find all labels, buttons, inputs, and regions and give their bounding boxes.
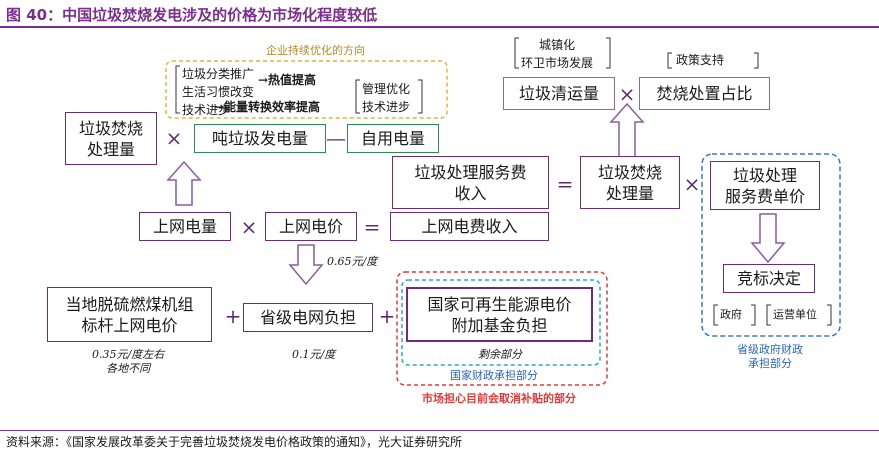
price-step-note: 0.65元/度 [327,255,378,268]
down-arrow-mid [288,244,324,286]
grid-power-box: 上网电量 [139,212,231,241]
minus-op: — [326,126,346,150]
mgmt-text: 管理优化 技术进步 [362,82,411,114]
page-title: 图 40：中国垃圾焚烧发电涉及的价格为市场化程度较低 [6,6,378,24]
provincial-grid-note: 0.1元/度 [292,348,336,361]
equals-op-1: = [363,215,381,239]
urbanization-text: 城镇化 环卫市场发展 [521,38,594,70]
source-divider [0,430,879,431]
source-note: 资料来源：《国家发展改革委关于完善垃圾焚烧发电价格政策的通知》，光大证券研究所 [6,435,463,449]
coal-benchmark-box: 当地脱硫燃煤机组 标杆上网电价 [47,287,212,342]
market-worry-label: 市场担心目前会取消补贴的部分 [422,392,576,405]
down-arrow-right [750,213,786,264]
bidding-box: 竞标决定 [723,264,815,293]
provincial-finance-border [701,153,841,337]
market-worry-border [396,271,608,386]
grid-price-box: 上网电价 [265,212,357,241]
remainder-label: 剩余部分 [478,348,522,361]
plus-op-1: + [224,304,242,328]
coal-benchmark-note: 0.35元/度左右 各地不同 [92,348,165,375]
heat-value-text: →热值提高 [258,73,317,87]
efficiency-text: →能量转换效率提高 [214,100,321,114]
waste-volume-box-left: 垃圾焚烧 处理量 [65,112,157,165]
renewable-fund-box: 国家可再生能源电价 附加基金负担 [406,287,593,342]
equals-op-2: = [556,172,574,196]
waste-volume-box-right: 垃圾焚烧 处理量 [580,156,680,209]
provincial-grid-box: 省级电网负担 [243,303,373,332]
elec-revenue-box: 上网电费收入 [390,212,549,241]
service-revenue-box: 垃圾处理服务费 收入 [392,156,549,209]
unit-price-box: 垃圾处理 服务费单价 [710,161,820,210]
government-text: 政府 [720,308,742,321]
state-finance-label: 国家财政承担部分 [450,369,538,382]
incineration-share-box: 焚烧处置占比 [639,77,770,110]
policy-support-text: 政策支持 [676,53,725,67]
optimize-group-border [165,60,448,119]
optimize-direction-label: 企业持续优化的方向 [266,44,365,57]
clearance-box: 垃圾清运量 [503,77,615,110]
plus-op-2: + [378,304,396,328]
gen-per-ton-box: 吨垃圾发电量 [194,124,326,153]
up-arrow-left [166,160,202,206]
self-use-box: 自用电量 [347,124,439,153]
times-op-2: × [240,215,258,239]
times-op-3: × [618,82,636,106]
provincial-finance-label: 省级政府财政 承担部分 [737,343,803,370]
up-arrow-right [609,102,645,159]
title-divider [0,26,879,28]
times-op-4: × [683,172,701,196]
times-op-1: × [165,126,183,150]
drivers-text: 垃圾分类推广 生活习惯改变 技术进步 [182,67,255,117]
remainder-group-border [401,279,601,366]
operator-text: 运营单位 [773,308,817,321]
